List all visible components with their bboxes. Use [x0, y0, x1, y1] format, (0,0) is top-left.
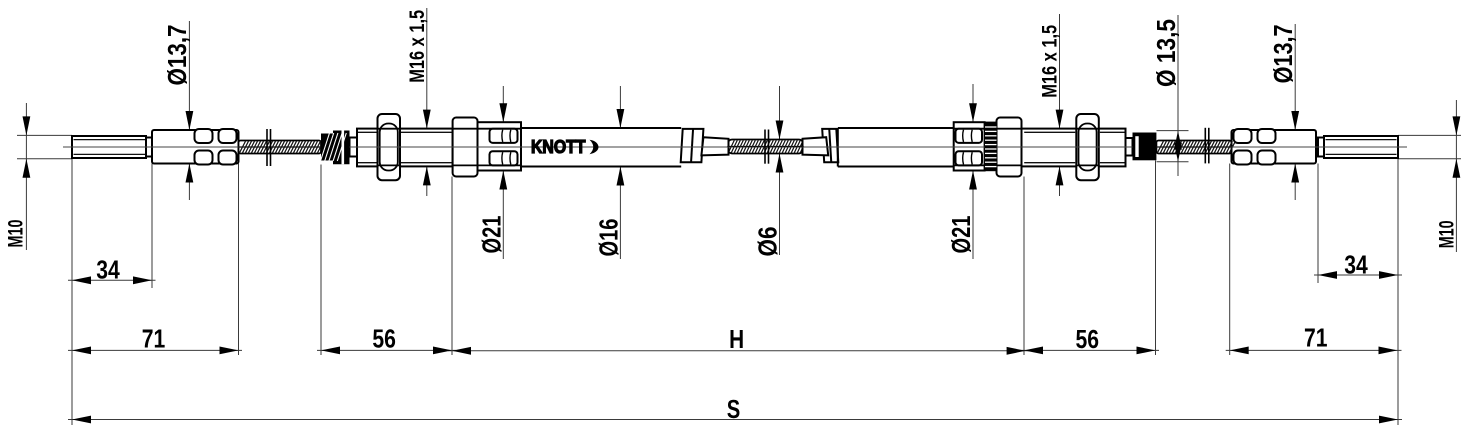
svg-text:M10: M10 — [5, 220, 28, 248]
svg-text:H: H — [729, 324, 744, 354]
svg-text:M16 x 1,5: M16 x 1,5 — [1039, 25, 1062, 98]
svg-text:Ø21: Ø21 — [946, 216, 976, 254]
svg-text:S: S — [727, 394, 741, 424]
svg-text:Ø6: Ø6 — [753, 227, 783, 257]
svg-text:M10: M10 — [1435, 220, 1458, 248]
svg-text:56: 56 — [372, 324, 396, 354]
svg-text:Ø 13,5: Ø 13,5 — [1151, 19, 1181, 87]
svg-text:56: 56 — [1076, 324, 1100, 354]
svg-text:34: 34 — [96, 255, 120, 285]
svg-text:KNOTT: KNOTT — [531, 137, 586, 157]
svg-text:Ø13,7: Ø13,7 — [162, 25, 192, 86]
svg-text:M16 x 1,5: M16 x 1,5 — [406, 10, 429, 83]
svg-text:Ø16: Ø16 — [593, 219, 623, 257]
svg-text:71: 71 — [1304, 323, 1328, 353]
svg-text:Ø21: Ø21 — [476, 216, 506, 254]
svg-text:Ø13,7: Ø13,7 — [1268, 24, 1298, 83]
svg-text:34: 34 — [1344, 250, 1368, 280]
svg-text:71: 71 — [142, 324, 166, 354]
